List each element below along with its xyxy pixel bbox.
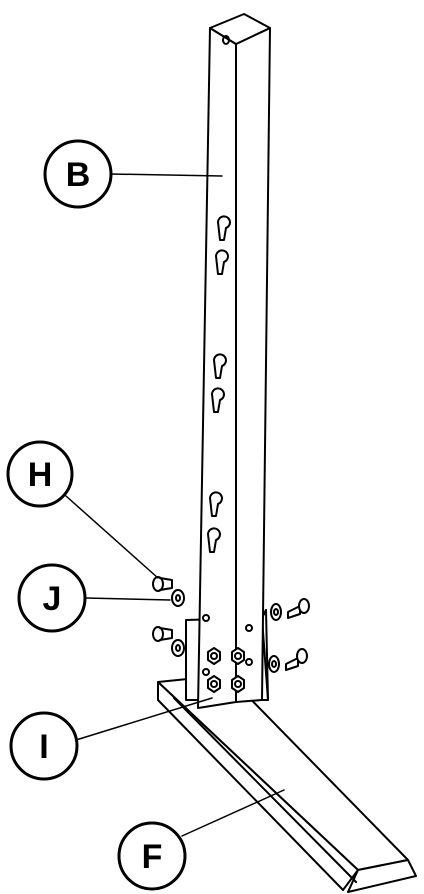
callout-label-h: H [28,456,53,494]
callout-label-b: B [66,156,91,194]
leader-f [181,789,285,837]
right-hardware [268,598,310,673]
base-tube-top-face [157,674,409,871]
callout-h: H [6,440,74,508]
bolt [152,626,173,642]
leader-i [75,697,213,741]
callout-label-f: F [142,838,163,876]
leader-h [65,495,159,579]
nut [231,647,245,665]
bolt-hole [245,624,253,632]
callout-circle [6,440,74,508]
nuts [202,614,253,693]
leader-j [85,597,171,601]
callout-circle [17,563,87,633]
base-tube-inner-edge [173,697,357,883]
keyhole-slot [215,249,229,275]
bolt [287,598,310,619]
nut [231,675,245,693]
upright-post-b [197,13,271,709]
callout-circle [43,139,113,209]
washer [270,603,282,621]
keyhole-slot [213,353,227,379]
washer-j [171,589,185,607]
left-hardware [152,576,185,657]
post-side-face [235,27,271,703]
callout-label-j: J [43,580,62,618]
bolt-hole [245,658,253,666]
callout-circle [117,821,187,891]
bolt-hole [202,614,210,622]
keyhole-slot [207,527,221,553]
callout-b: B [43,139,113,209]
nut [207,647,221,665]
keyhole-slot [217,215,231,241]
callout-label-i: I [39,728,48,766]
bolt-hole [202,668,210,676]
nut [207,675,221,693]
leader-b [109,173,223,177]
bolt-h [152,576,173,592]
bolt [285,648,308,671]
base-tube-side-face [157,681,359,891]
keyhole-slot [211,387,225,413]
post-top-hole [222,35,230,45]
bracket-plate-edge-side [265,609,269,701]
callout-i: I [9,711,79,781]
callout-f: F [117,821,187,891]
callout-j: J [17,563,87,633]
leader-lines [65,173,285,837]
washer [268,655,280,673]
post-front-face [197,27,237,709]
keyhole-slot [209,491,223,517]
base-tube-end-opening [347,859,417,893]
callouts: B H J I F [6,139,187,891]
washer [171,639,185,657]
base-tube-f [157,674,417,893]
keyhole-slots [207,215,231,553]
callout-circle [9,711,79,781]
